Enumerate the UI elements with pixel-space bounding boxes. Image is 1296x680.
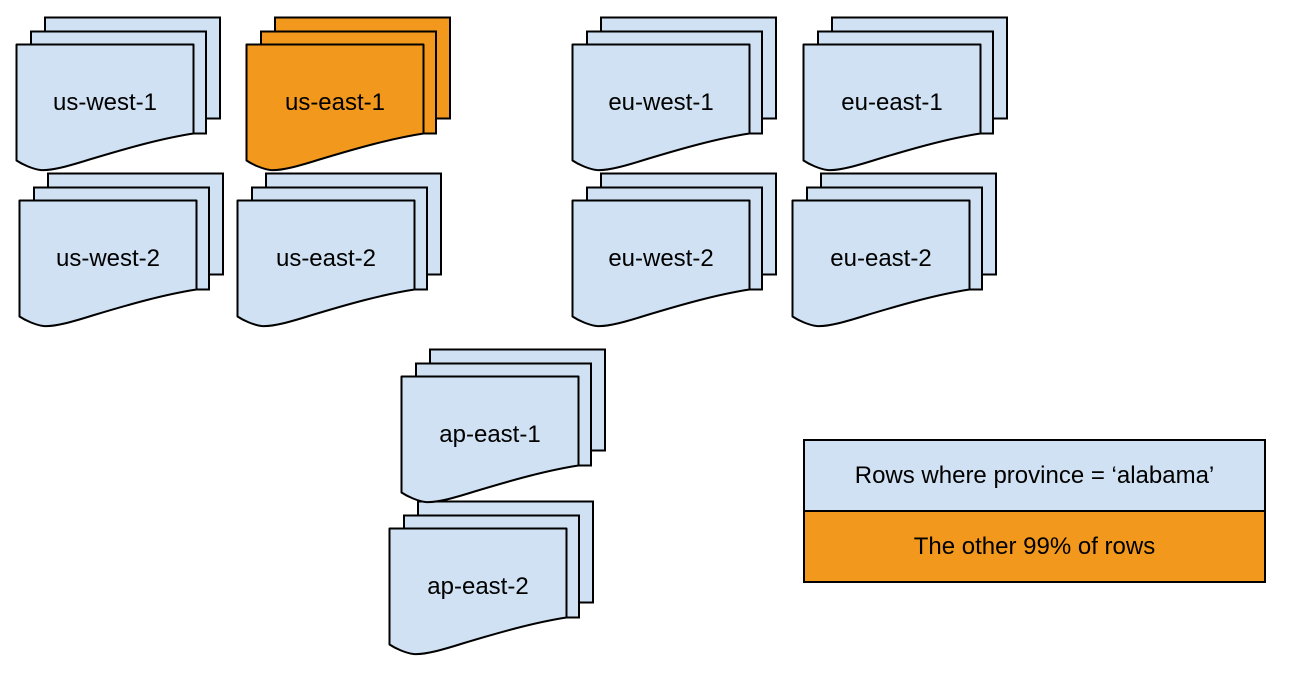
stacked-documents-icon <box>791 172 997 328</box>
stacked-documents-icon <box>571 172 777 328</box>
region-stack-us-west-1: us-west-1 <box>15 16 223 172</box>
legend-item-other-rows: The other 99% of rows <box>805 510 1264 581</box>
stacked-documents-icon <box>400 348 606 504</box>
stacked-documents-icon <box>571 16 777 172</box>
stacked-documents-icon <box>245 16 451 172</box>
region-stack-eu-west-1: eu-west-1 <box>571 16 779 172</box>
legend-label: The other 99% of rows <box>913 532 1156 560</box>
region-stack-us-east-2: us-east-2 <box>236 172 444 328</box>
stacked-documents-icon <box>236 172 442 328</box>
legend-item-alabama-rows: Rows where province = ‘alabama’ <box>805 441 1264 510</box>
stacked-documents-icon <box>18 172 224 328</box>
stacked-documents-icon <box>388 500 594 656</box>
legend: Rows where province = ‘alabama’ The othe… <box>803 439 1266 583</box>
region-stack-us-east-1: us-east-1 <box>245 16 453 172</box>
region-stack-eu-east-2: eu-east-2 <box>791 172 999 328</box>
region-stack-ap-east-1: ap-east-1 <box>400 348 608 504</box>
region-stack-eu-east-1: eu-east-1 <box>802 16 1010 172</box>
legend-label: Rows where province = ‘alabama’ <box>854 461 1215 489</box>
region-stack-ap-east-2: ap-east-2 <box>388 500 596 656</box>
stacked-documents-icon <box>802 16 1008 172</box>
stacked-documents-icon <box>15 16 221 172</box>
region-stack-eu-west-2: eu-west-2 <box>571 172 779 328</box>
region-stack-us-west-2: us-west-2 <box>18 172 226 328</box>
